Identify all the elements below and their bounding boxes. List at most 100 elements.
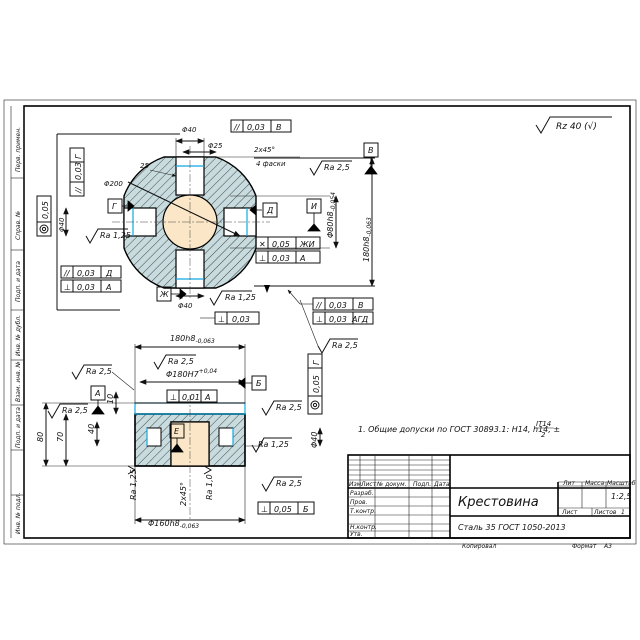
tol-frame-par-top: // 0,03 В bbox=[230, 119, 292, 133]
tb-row-podp: Подп. bbox=[413, 481, 431, 488]
svg-text:0,03: 0,03 bbox=[329, 301, 347, 310]
svg-text:Ra 2,5: Ra 2,5 bbox=[332, 341, 358, 350]
dim-d25: Φ25 bbox=[208, 142, 223, 150]
tb-row-list: Лист bbox=[360, 481, 377, 488]
dim2-160h8-tol: -0,063 bbox=[180, 523, 200, 530]
svg-text:0,03: 0,03 bbox=[77, 283, 95, 292]
tol-frame-par-d: // 0,03 Д ⊥ 0,03 А bbox=[60, 265, 122, 293]
svg-text:Φ160h8-0,063: Φ160h8-0,063 bbox=[148, 519, 199, 530]
tb-sheets-val: 1 bbox=[621, 509, 625, 516]
general-roughness-text: Rz 40 (√) bbox=[556, 121, 597, 132]
title-block: Изм. Лист № докум. Подп. Дата Разраб. Пр… bbox=[347, 454, 636, 550]
svg-text:0,05: 0,05 bbox=[312, 375, 321, 393]
dim2-chamfer: 2x45° bbox=[179, 482, 188, 506]
dim2-180h7-tol: +0,04 bbox=[199, 368, 218, 375]
dim2-d40: Φ40 bbox=[310, 432, 319, 448]
svg-text:180h8-0,063: 180h8-0,063 bbox=[170, 334, 215, 345]
svg-text:Б: Б bbox=[303, 505, 309, 514]
svg-text:Ra 2,5: Ra 2,5 bbox=[168, 357, 194, 366]
tb-col-scale: Масштаб bbox=[607, 480, 636, 487]
svg-text:0,05: 0,05 bbox=[41, 201, 50, 219]
datum-g: Г bbox=[112, 202, 117, 211]
tb-copied: Копировал bbox=[462, 543, 496, 550]
view-top: 180h8-0,063 Φ80h8-0,054 Φ40 Φ25 2x45° 4 … bbox=[36, 119, 379, 355]
svg-text://: // bbox=[74, 186, 83, 194]
tb-sheets: Листов bbox=[593, 509, 617, 516]
svg-text:180h8-0,063: 180h8-0,063 bbox=[362, 217, 373, 262]
svg-text:Ra 2,5: Ra 2,5 bbox=[62, 406, 88, 415]
dim2-70: 70 bbox=[56, 432, 65, 442]
svg-text:Ra 1,25: Ra 1,25 bbox=[129, 469, 138, 500]
tb-row-izm: Изм. bbox=[349, 481, 363, 488]
svg-text:Г: Г bbox=[74, 154, 83, 159]
svg-text:ЖИ: ЖИ bbox=[299, 240, 315, 249]
roughness-v2: Ra 2,5 Ra 2,5 Ra 2,5 Ra 2,5 Ra 2,5 Ra 1,… bbox=[47, 354, 302, 500]
left-strip: Перв. примен. Справ. № Подп. и дата Инв.… bbox=[10, 106, 25, 538]
outer-frame bbox=[3, 99, 637, 545]
tol-frame-sym: ✕ 0,05 ЖИ ⊥ 0,03 А bbox=[255, 236, 321, 264]
svg-text:⊥: ⊥ bbox=[261, 505, 268, 514]
tb-format: Формат bbox=[572, 543, 597, 550]
notes: 1. Общие допуски по ГОСТ 30893.1: H14, h… bbox=[358, 420, 560, 439]
strip-label: Подп. и дата bbox=[15, 261, 22, 302]
tb-row-date: Дата bbox=[433, 481, 450, 488]
svg-text:0,03: 0,03 bbox=[74, 162, 83, 180]
tb-material: Сталь 35 ГОСТ 1050-2013 bbox=[458, 523, 566, 532]
svg-text:✕: ✕ bbox=[259, 240, 266, 249]
svg-text://: // bbox=[63, 269, 71, 278]
note-1-num: IT14 bbox=[536, 420, 551, 428]
datum-b: Б bbox=[256, 379, 262, 388]
dim-r25: 25 bbox=[140, 162, 149, 170]
tol-frame-circ-left: 0,05 bbox=[36, 195, 52, 237]
svg-text:Ra 1,25: Ra 1,25 bbox=[258, 440, 289, 449]
svg-text:0,03: 0,03 bbox=[329, 315, 347, 324]
view-section: 180h8-0,063 Φ180H7+0,04 Φ160h8-0,063 80 … bbox=[36, 334, 323, 530]
datum-d: Д bbox=[266, 206, 273, 215]
tb-scale: 1:2,5 bbox=[611, 492, 632, 501]
svg-text:0,03: 0,03 bbox=[77, 269, 95, 278]
tb-format-val: А3 bbox=[603, 543, 612, 550]
dim2-10: 10 bbox=[106, 394, 115, 404]
svg-text:Ra 1,25: Ra 1,25 bbox=[100, 231, 131, 240]
dim-180h8: 180h8 bbox=[362, 237, 371, 262]
note-1-den: 2 bbox=[541, 431, 546, 439]
tol-frame-par-v: // 0,03 В ⊥ 0,03 АГД bbox=[287, 289, 374, 325]
dim-d200: Φ200 bbox=[104, 180, 123, 188]
tol-frame-par-g: // 0,03 Г bbox=[69, 147, 85, 197]
tb-col-lit: Лит bbox=[562, 480, 575, 487]
strip-label: Инв. № подл. bbox=[15, 493, 22, 534]
dim-d40-left: Φ40 bbox=[58, 217, 66, 232]
svg-text:0,03: 0,03 bbox=[272, 254, 290, 263]
dim2-80: 80 bbox=[36, 432, 45, 442]
tb-person: Пров. bbox=[350, 499, 368, 506]
svg-text:⊥: ⊥ bbox=[218, 315, 225, 324]
svg-text:Ra 2,5: Ra 2,5 bbox=[324, 163, 350, 172]
svg-text:А: А bbox=[204, 393, 210, 402]
svg-text:В: В bbox=[276, 123, 282, 132]
svg-text:Ra 2,5: Ra 2,5 bbox=[276, 403, 302, 412]
svg-text:В: В bbox=[358, 301, 364, 310]
svg-text:0,03: 0,03 bbox=[247, 123, 265, 132]
dim-80h8: Φ80h8 bbox=[326, 211, 335, 238]
strip-label: Инв. № дубл. bbox=[15, 315, 22, 356]
dim-chamfer-note: 4 фаски bbox=[256, 160, 286, 168]
datum-i: И bbox=[311, 202, 317, 211]
tb-row-doc: № докум. bbox=[376, 481, 407, 488]
svg-text:Г: Г bbox=[312, 360, 321, 365]
svg-text:Ra 1,0: Ra 1,0 bbox=[205, 474, 214, 500]
tb-person: Т.контр. bbox=[350, 508, 376, 515]
datum-v: В bbox=[368, 146, 374, 155]
strip-label: Взам. инв. № bbox=[15, 361, 22, 402]
roughness-v1: Ra 2,5 Ra 1,25 Ra 1,25 Ra 2,5 bbox=[85, 160, 358, 355]
dim2-40: 40 bbox=[87, 424, 96, 434]
dim-d40-bottom: Φ40 bbox=[178, 302, 193, 310]
svg-text:Φ180H7+0,04: Φ180H7+0,04 bbox=[166, 368, 217, 379]
tol-frame-perp-001: ⊥ 0,01 А bbox=[166, 389, 218, 403]
svg-text:0,03: 0,03 bbox=[232, 315, 250, 324]
tol-frame-circ-005: 0,05 Г bbox=[307, 353, 323, 415]
datum-a: А bbox=[94, 389, 100, 398]
strip-label: Перв. примен. bbox=[15, 127, 22, 172]
svg-text:0,01: 0,01 bbox=[182, 393, 200, 402]
svg-text:⊥: ⊥ bbox=[64, 283, 71, 292]
